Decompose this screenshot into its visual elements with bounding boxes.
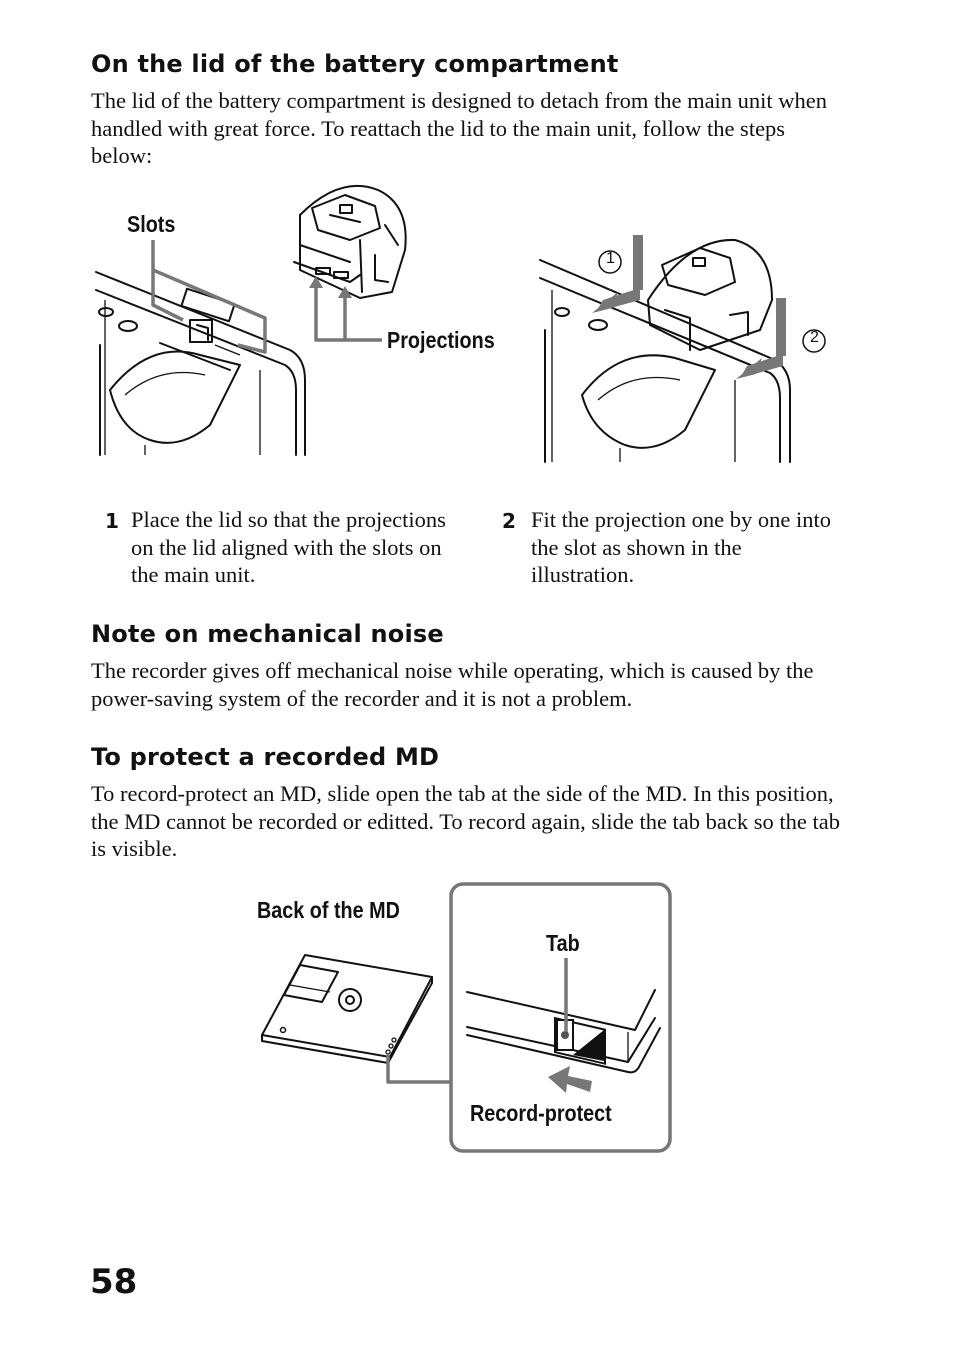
main-unit-right: [539, 238, 791, 463]
main-unit-left: [95, 271, 306, 456]
detached-lid: [293, 184, 407, 299]
insert-arrows: [592, 235, 786, 379]
step-1-text: Place the lid so that the projections on…: [131, 507, 446, 587]
noise-body: The recorder gives off mechanical noise …: [91, 658, 814, 711]
detail-connector: [386, 1055, 452, 1084]
page-number: 58: [90, 1262, 138, 1302]
md-disc: [261, 954, 433, 1064]
md-edge-detail: [466, 989, 661, 1074]
step-marker-2-circle: [802, 329, 826, 353]
back-of-md-label: Back of the MD: [257, 897, 400, 923]
step-marker-1-circle: [598, 250, 622, 274]
protect-heading: To protect a recorded MD: [91, 743, 440, 771]
step-marker-1: 1: [606, 250, 615, 268]
battery-lid-body: The lid of the battery compartment is de…: [91, 88, 828, 168]
step-2-text: Fit the projection one by one into the s…: [531, 507, 831, 587]
step-2-number: 2: [502, 509, 516, 533]
step-1-number: 1: [105, 509, 119, 533]
slots-label: Slots: [127, 211, 176, 237]
projections-pointer: [314, 285, 382, 342]
noise-heading: Note on mechanical noise: [91, 620, 444, 648]
protect-body: To record-protect an MD, slide open the …: [91, 781, 840, 861]
record-protect-arrow: [548, 1066, 592, 1093]
lid-reattach-illustration: [95, 184, 826, 463]
record-protect-label: Record-protect: [470, 1100, 612, 1126]
step-marker-2: 2: [810, 329, 819, 346]
tab-label: Tab: [546, 930, 580, 956]
projections-label: Projections: [387, 327, 495, 353]
projection-arrowheads: [309, 276, 352, 298]
slots-pointer: [151, 240, 267, 354]
battery-lid-heading: On the lid of the battery compartment: [91, 50, 619, 78]
